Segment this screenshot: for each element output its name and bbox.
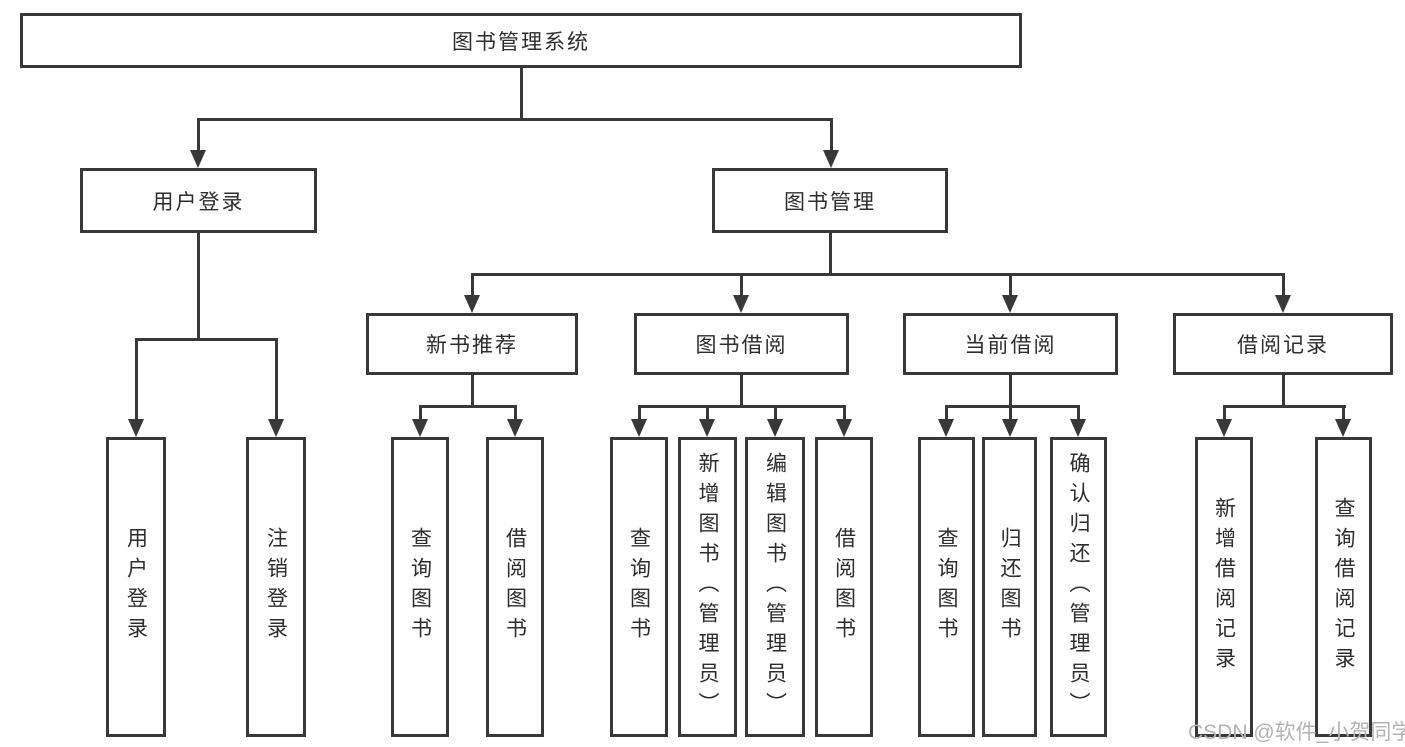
- leaf-records-add-record-label: 新增借阅记录: [1212, 497, 1236, 677]
- leaf-logout: 注销登录: [246, 437, 306, 737]
- leaf-user-login: 用户登录: [106, 437, 166, 737]
- arrow-down-icon: [412, 419, 428, 437]
- arrow-down-icon: [190, 150, 206, 168]
- arrow-down-icon: [823, 150, 839, 168]
- connector-line: [637, 405, 846, 408]
- leaf-recommend-borrow-book: 借阅图书: [486, 437, 544, 737]
- leaf-borrow-borrow-book-label: 借阅图书: [832, 527, 856, 647]
- connector-line: [418, 405, 517, 408]
- connector-line: [1222, 405, 1226, 423]
- arrow-down-icon: [1002, 295, 1018, 313]
- node-current-borrow-label: 当前借阅: [964, 334, 1057, 357]
- arrow-down-icon: [631, 419, 647, 437]
- leaf-current-confirm-return: 确认归还（管理员）: [1050, 437, 1107, 737]
- leaf-current-confirm-return-label: 确认归还（管理员）: [1067, 452, 1090, 722]
- connector-line: [134, 338, 138, 423]
- arrow-down-icon: [836, 419, 852, 437]
- leaf-records-query-record: 查询借阅记录: [1315, 437, 1372, 737]
- connector-line: [829, 118, 833, 154]
- connector-line: [134, 338, 278, 341]
- leaf-current-query-book-label: 查询图书: [935, 527, 958, 647]
- leaf-borrow-query-book: 查询图书: [610, 437, 668, 737]
- connector-line: [470, 273, 474, 299]
- arrow-down-icon: [938, 419, 954, 437]
- leaf-borrow-borrow-book: 借阅图书: [815, 437, 873, 737]
- connector-line: [1008, 375, 1012, 408]
- node-borrow-records: 借阅记录: [1173, 313, 1393, 375]
- connector-line: [1076, 405, 1080, 423]
- node-new-book-recommend-label: 新书推荐: [426, 334, 518, 357]
- connector-line: [196, 233, 200, 341]
- connector-line: [418, 405, 422, 423]
- arrow-down-icon: [464, 295, 480, 313]
- connector-line: [944, 405, 1080, 408]
- connector-line: [637, 405, 641, 423]
- leaf-current-return-book-label: 归还图书: [998, 527, 1021, 647]
- csdn-watermark: CSDN @软件_小贺同学: [1188, 721, 1405, 744]
- leaf-recommend-borrow-book-label: 借阅图书: [503, 527, 527, 647]
- connector-line: [842, 405, 846, 423]
- node-book-borrow-label: 图书借阅: [695, 334, 788, 357]
- node-library-system: 图书管理系统: [20, 13, 1022, 68]
- leaf-recommend-query-book: 查询图书: [391, 437, 449, 737]
- connector-line: [828, 233, 832, 276]
- connector-line: [1008, 273, 1012, 299]
- node-book-management: 图书管理: [712, 168, 948, 233]
- leaf-borrow-edit-book: 编辑图书（管理员）: [745, 437, 805, 737]
- node-borrow-records-label: 借阅记录: [1237, 334, 1329, 357]
- leaf-logout-label: 注销登录: [264, 527, 288, 647]
- leaf-borrow-add-book: 新增图书（管理员）: [678, 437, 737, 737]
- node-current-borrow: 当前借阅: [903, 313, 1118, 375]
- connector-line: [739, 273, 743, 299]
- connector-line: [739, 375, 743, 408]
- connector-line: [1222, 405, 1346, 408]
- node-user-login: 用户登录: [80, 168, 317, 233]
- connector-line: [773, 405, 777, 423]
- connector-line: [944, 405, 948, 423]
- connector-line: [470, 273, 1285, 276]
- connector-line: [1341, 405, 1345, 423]
- arrow-down-icon: [767, 419, 783, 437]
- connector-line: [1281, 375, 1285, 408]
- node-book-borrow: 图书借阅: [634, 313, 849, 375]
- leaf-current-return-book: 归还图书: [982, 437, 1037, 737]
- connector-line: [196, 118, 200, 154]
- connector-line: [513, 405, 517, 423]
- connector-line: [196, 118, 833, 121]
- connector-line: [519, 68, 523, 118]
- leaf-borrow-add-book-label: 新增图书（管理员）: [696, 452, 719, 722]
- arrow-down-icon: [1216, 419, 1232, 437]
- node-user-login-label: 用户登录: [152, 190, 245, 214]
- leaf-user-login-label: 用户登录: [124, 527, 148, 647]
- leaf-records-add-record: 新增借阅记录: [1195, 437, 1253, 737]
- arrow-down-icon: [699, 419, 715, 437]
- connector-line: [705, 405, 709, 423]
- node-new-book-recommend: 新书推荐: [366, 313, 578, 375]
- leaf-records-query-record-label: 查询借阅记录: [1332, 497, 1355, 677]
- arrow-down-icon: [507, 419, 523, 437]
- leaf-current-query-book: 查询图书: [918, 437, 975, 737]
- connector-line: [274, 338, 278, 423]
- connector-line: [1281, 273, 1285, 299]
- arrow-down-icon: [268, 419, 284, 437]
- leaf-borrow-edit-book-label: 编辑图书（管理员）: [763, 452, 787, 722]
- leaf-borrow-query-book-label: 查询图书: [627, 527, 651, 647]
- arrow-down-icon: [1002, 419, 1018, 437]
- leaf-recommend-query-book-label: 查询图书: [408, 527, 432, 647]
- node-library-system-label: 图书管理系统: [452, 30, 590, 54]
- arrow-down-icon: [733, 295, 749, 313]
- arrow-down-icon: [128, 419, 144, 437]
- connector-line: [470, 375, 474, 408]
- connector-line: [1008, 405, 1012, 423]
- arrow-down-icon: [1070, 419, 1086, 437]
- arrow-down-icon: [1335, 419, 1351, 437]
- node-book-management-label: 图书管理: [784, 190, 876, 214]
- arrow-down-icon: [1275, 295, 1291, 313]
